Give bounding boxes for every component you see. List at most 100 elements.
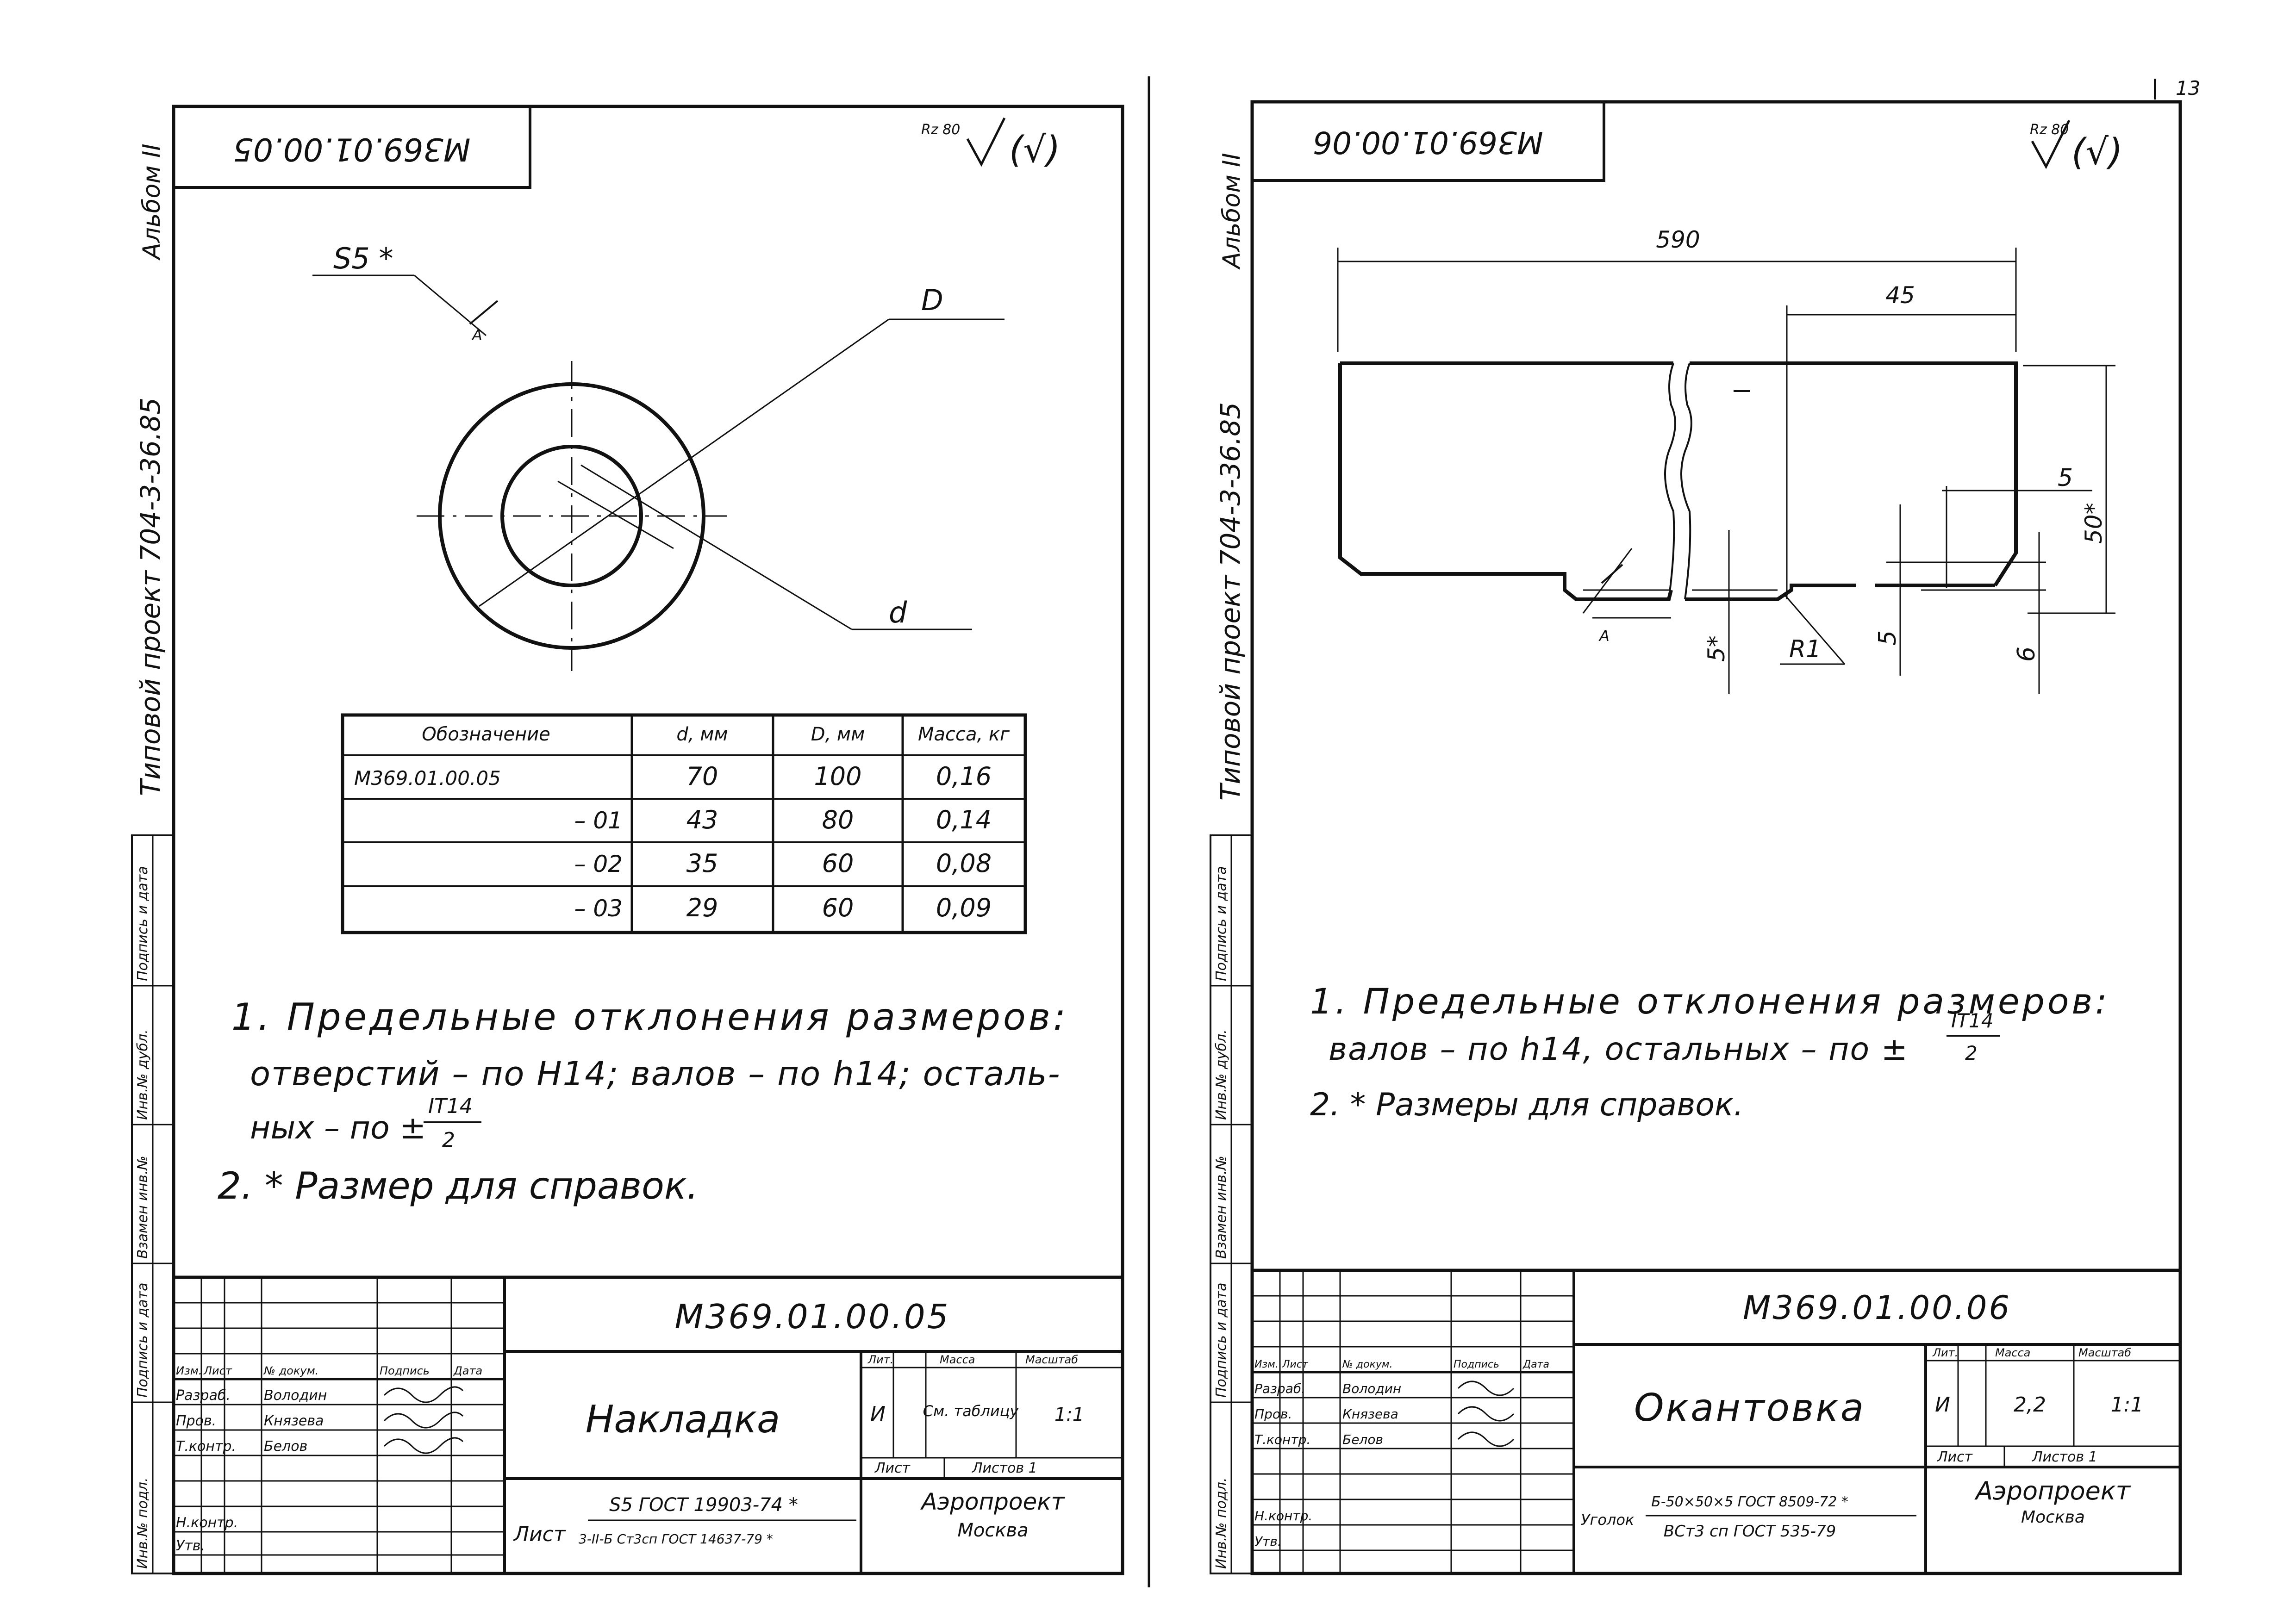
left-scale-label: Масштаб xyxy=(1025,1353,1078,1366)
angle-drawing: 590 45 50* 5 6 xyxy=(1337,226,2115,694)
washer-section-label: А xyxy=(471,326,482,344)
table-header-1: d, мм xyxy=(676,724,728,745)
table-r3-c0: – 03 xyxy=(574,895,623,922)
table-r2-c2: 60 xyxy=(822,849,854,878)
right-designation: М369.01.00.06 xyxy=(1743,1289,2011,1327)
left-side-col-0: Инв.№ подл. xyxy=(135,1478,151,1569)
spec-table: Обозначение d, мм D, мм Масса, кг М369.0… xyxy=(341,713,1027,934)
left-sheets-label: Листов 1 xyxy=(972,1460,1037,1476)
right-lit-label: Лит. xyxy=(1932,1346,1958,1359)
dim-radius: R1 xyxy=(1789,635,1821,663)
dim-gap-5-mid: 5 xyxy=(1874,630,1902,646)
right-material-bottom: ВСт3 сп ГОСТ 535-79 xyxy=(1664,1522,1836,1541)
right-sheet-label: Лист xyxy=(1937,1449,1973,1465)
right-note-frac-num: IT14 xyxy=(1951,1009,1994,1032)
table-r2-c0: – 02 xyxy=(574,851,623,877)
left-stamp-box xyxy=(172,105,531,189)
right-person-4-role: Н.контр. xyxy=(1254,1508,1312,1524)
right-lit-value: И xyxy=(1935,1393,1950,1417)
right-person-1-name: Князева xyxy=(1342,1406,1398,1422)
left-material-top: S5 ГОСТ 19903-74 * xyxy=(609,1494,798,1516)
table-r2-c1: 35 xyxy=(686,849,718,878)
left-person-0-name: Володин xyxy=(264,1387,327,1404)
table-r3-c3: 0,09 xyxy=(936,893,992,922)
right-signature-1 xyxy=(1457,1380,1515,1396)
left-role-0: Изм. xyxy=(176,1364,202,1377)
table-r0-c0: М369.01.00.05 xyxy=(354,767,501,790)
left-role-1: Лист xyxy=(203,1364,232,1377)
left-side-col-3: Инв.№ дубл. xyxy=(135,1029,151,1120)
left-person-0-role: Разраб. xyxy=(176,1387,231,1404)
left-note-1b: отверстий – по H14; валов – по h14; оста… xyxy=(250,1054,1061,1093)
table-r0-c3: 0,16 xyxy=(936,762,992,791)
left-org: Аэропроект xyxy=(920,1488,1065,1515)
right-role-2: № докум. xyxy=(1342,1359,1392,1370)
left-person-2-name: Белов xyxy=(264,1438,307,1455)
washer-drawing: D d S5 * А xyxy=(312,242,1004,671)
right-person-0-name: Володин xyxy=(1342,1381,1401,1396)
right-role-1: Лист xyxy=(1282,1359,1309,1370)
right-side-project: Типовой проект 704-3-36.85 xyxy=(1215,402,1246,801)
right-scale-label: Масштаб xyxy=(2078,1346,2131,1359)
left-side-col-4: Подпись и дата xyxy=(135,866,151,982)
right-note-frac-den: 2 xyxy=(1965,1042,1978,1064)
left-material-bottom: 3-II-Б Ст3сп ГОСТ 14637-79 * xyxy=(579,1531,773,1547)
left-note-1: 1. Предельные отклонения размеров: xyxy=(231,995,1068,1038)
right-signature-3 xyxy=(1457,1431,1515,1447)
left-signature-3 xyxy=(383,1437,464,1454)
left-signature-2 xyxy=(383,1412,464,1429)
washer-dim-d-outer xyxy=(479,318,889,607)
table-r1-c0: – 01 xyxy=(574,807,623,834)
left-lit-value: И xyxy=(870,1402,886,1426)
left-role-2: № докум. xyxy=(263,1364,318,1377)
right-role-4: Дата xyxy=(1522,1359,1549,1370)
left-role-3: Подпись xyxy=(380,1364,430,1377)
left-stamp-code: М369.01.00.05 xyxy=(233,131,471,167)
left-notes: 1. Предельные отклонения размеров: отвер… xyxy=(218,995,1068,1207)
left-roughness-note: (√) xyxy=(1009,129,1061,171)
left-roughness-mark xyxy=(966,117,1006,167)
left-mass-label: Масса xyxy=(940,1353,975,1366)
right-title-block: Изм. Лист № докум. Подпись Дата Разраб. … xyxy=(1250,1269,2182,1575)
dim-six: 6 xyxy=(2013,647,2040,662)
dim-length: 590 xyxy=(1656,226,1700,253)
left-material-prefix: Лист xyxy=(513,1523,566,1546)
right-side-col-1: Подпись и дата xyxy=(1213,1283,1229,1398)
left-side-album: Альбом II xyxy=(138,143,166,261)
right-scale-value: 1:1 xyxy=(2111,1393,2144,1417)
left-role-4: Дата xyxy=(453,1364,482,1377)
right-section-label: А xyxy=(1598,627,1610,645)
washer-dim-d-inner xyxy=(580,464,852,630)
right-sheet: М369.01.00.06 Rz 80 (√) Типовой проект 7… xyxy=(1210,100,2182,1575)
left-person-4-role: Н.контр. xyxy=(176,1515,238,1531)
left-title-block: Изм. Лист № докум. Подпись Дата Разраб. … xyxy=(172,1275,1124,1575)
left-roughness: Rz 80 xyxy=(921,122,960,138)
left-designation: М369.01.00.05 xyxy=(674,1297,950,1336)
right-org: Аэропроект xyxy=(1974,1476,2131,1505)
left-sheet: М369.01.00.05 Rz 80 (√) Типовой проект 7… xyxy=(131,105,1124,1575)
right-person-2-role: Т.контр. xyxy=(1254,1432,1310,1447)
page-number: 13 xyxy=(2176,77,2200,99)
left-sheet-label: Лист xyxy=(874,1460,911,1476)
right-city: Москва xyxy=(2021,1508,2085,1527)
washer-label-D: D xyxy=(921,283,943,317)
left-person-1-name: Князева xyxy=(264,1413,324,1429)
right-material-prefix: Уголок xyxy=(1581,1511,1635,1529)
right-side-col-0: Инв.№ подл. xyxy=(1213,1478,1229,1569)
table-r3-c1: 29 xyxy=(686,893,718,922)
left-note-frac-num: IT14 xyxy=(428,1094,473,1118)
right-material-top: Б-50×50×5 ГОСТ 8509-72 * xyxy=(1651,1494,1848,1510)
left-side-col-1: Подпись и дата xyxy=(135,1283,151,1398)
left-note-1c: ных – по ± xyxy=(250,1110,426,1146)
left-person-1-role: Пров. xyxy=(176,1413,216,1429)
table-r1-c2: 80 xyxy=(822,805,854,834)
table-r0-c2: 100 xyxy=(814,762,861,791)
right-role-0: Изм. xyxy=(1254,1359,1279,1370)
right-note-1b: валов – по h14, остальных – по ± xyxy=(1329,1031,1909,1068)
right-side-album: Альбом II xyxy=(1218,153,1246,270)
right-notes: 1. Предельные отклонения размеров: валов… xyxy=(1310,981,2110,1123)
table-header-0: Обозначение xyxy=(422,724,550,745)
washer-label-d: d xyxy=(889,596,907,629)
left-person-5-role: Утв. xyxy=(176,1538,205,1554)
right-note-1: 1. Предельные отклонения размеров: xyxy=(1310,981,2110,1022)
